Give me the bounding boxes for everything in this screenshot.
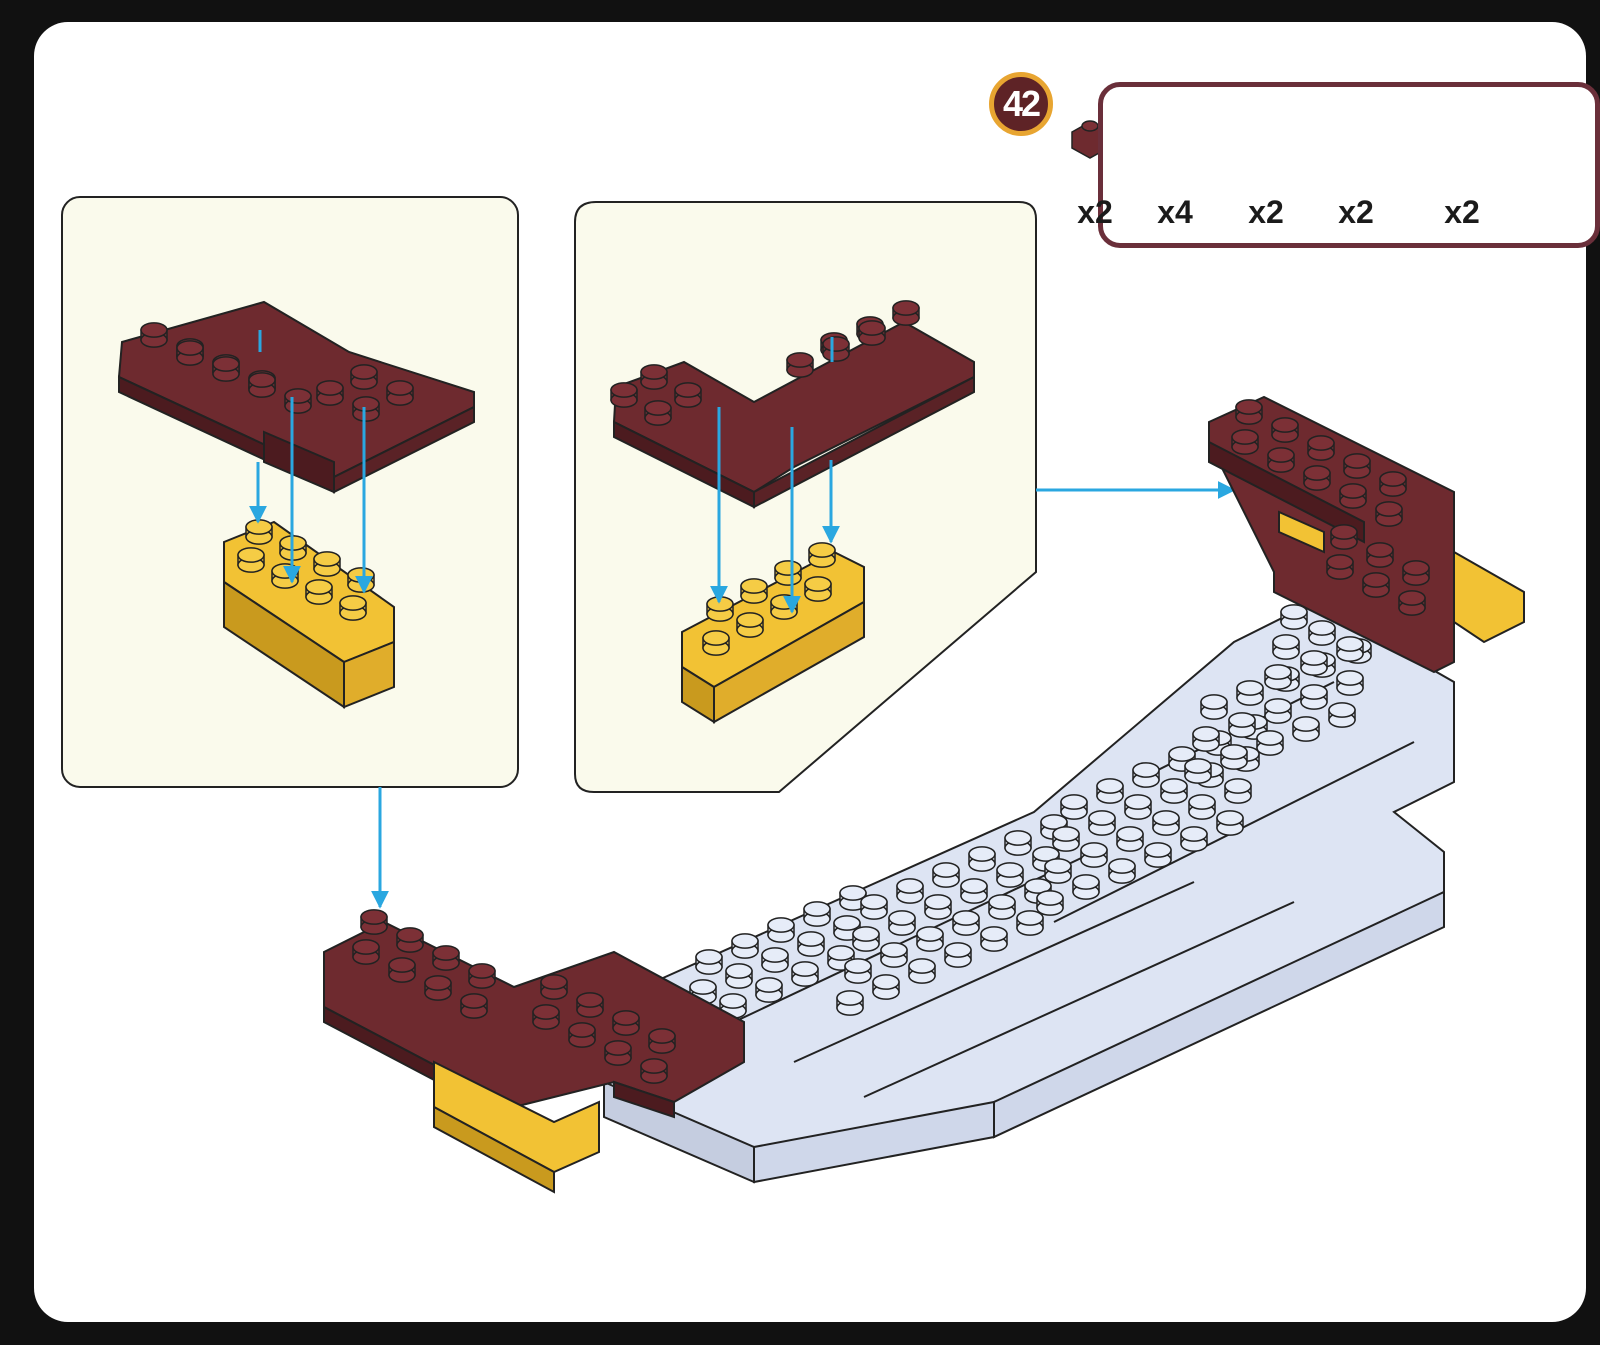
brown-corner-brick-main-left — [323, 920, 745, 1194]
step-number-badge: 42 — [989, 72, 1053, 136]
part-qty-2: x4 — [1157, 194, 1193, 230]
studs-brown-left — [140, 322, 414, 422]
part-qty-1: x2 — [1077, 194, 1113, 230]
parts-list-box — [1098, 82, 1600, 248]
light-blue-hull — [602, 600, 1455, 1184]
studs-yellow-right — [702, 542, 836, 656]
instruction-page: 42 x2 x4 x2 x2 x2 — [34, 22, 1600, 1322]
studs-brown-main-right — [1231, 399, 1430, 616]
part-qty-5: x2 — [1444, 194, 1480, 230]
studs-brown-main-left — [352, 909, 676, 1084]
subassembly-panel-left — [61, 196, 519, 788]
subassembly-panel-right — [574, 201, 1037, 793]
arrow-group-right — [710, 337, 840, 614]
arrow-group-left — [249, 330, 373, 594]
part-qty-3: x2 — [1248, 194, 1284, 230]
assembly-diagram — [61, 106, 1525, 1194]
studs-brown-right — [610, 300, 920, 426]
part-qty-4: x2 — [1338, 194, 1374, 230]
studs-light-blue — [683, 576, 1380, 1035]
